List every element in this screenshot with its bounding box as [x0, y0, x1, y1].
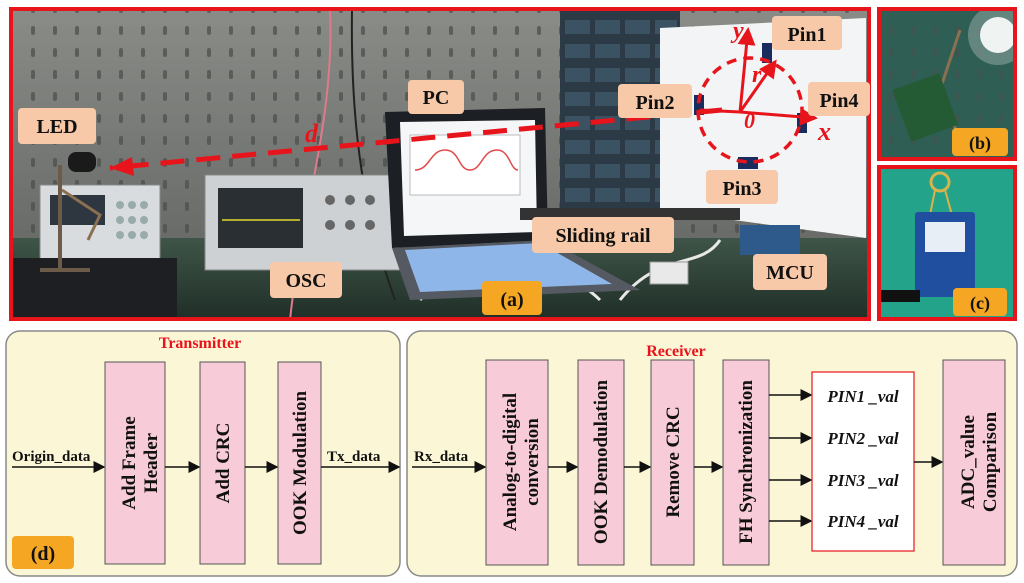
tx-block-frame-header: [104, 361, 166, 565]
rx-pin-values-box: [811, 371, 915, 552]
rx-pin2-val: PIN2 _val: [826, 429, 899, 448]
photo-label-osc: OSC: [270, 262, 342, 298]
label-pin4: Pin4: [820, 90, 859, 112]
label-mcu: MCU: [766, 262, 814, 284]
axis-x-label: x: [817, 117, 831, 146]
transmitter-title: Transmitter: [159, 335, 241, 352]
origin-label: 0: [744, 108, 755, 133]
photo-label-pin4: Pin4: [808, 82, 870, 116]
y-axis-arrow: [737, 27, 756, 113]
rx-pin4-val: PIN4 _val: [826, 512, 899, 531]
rx-block-demod-label: OOK Demodulation: [591, 379, 612, 544]
x-axis-arrow: [739, 107, 818, 126]
label-pin1: Pin1: [788, 24, 827, 46]
transmitter-panel: Transmitter Origin_data Add FrameHeader …: [5, 330, 401, 577]
photo-label-pc: PC: [408, 80, 464, 114]
tx-input-label: Origin_data: [12, 449, 91, 465]
rx-block-fh: [722, 359, 770, 566]
distance-arrowhead: [110, 157, 134, 176]
photo-label-led: LED: [18, 108, 96, 144]
panel-d-tag: [12, 536, 74, 569]
tx-output-label: Tx_data: [327, 449, 381, 465]
label-panel-c: (c): [970, 293, 990, 314]
tx-block-frame-header-line1: Add Frame: [119, 416, 140, 509]
tx-block-crc: [199, 361, 246, 565]
photo-panel-b: (b): [877, 5, 1024, 161]
rx-block-demod: [577, 359, 625, 566]
tx-block-crc-label: Add CRC: [213, 423, 234, 504]
rx-pin1-val: PIN1 _val: [826, 387, 899, 406]
label-pc: PC: [423, 87, 450, 109]
panel-d-label: (d): [31, 543, 55, 565]
label-pin2: Pin2: [636, 92, 675, 114]
receiver-title: Receiver: [646, 343, 706, 360]
x-axis-neg: [699, 108, 741, 114]
rx-pin3-val: PIN3 _val: [826, 471, 899, 490]
photo-label-panel-a: (a): [482, 281, 542, 315]
tx-block-frame-header-line2: Header: [141, 432, 162, 493]
label-led: LED: [36, 116, 77, 138]
distance-label: d: [305, 119, 319, 148]
coordinate-system: x y r 0: [696, 18, 831, 164]
tx-block-ook-label: OOK Modulation: [290, 391, 311, 536]
rx-block-compare-line1: ADC_value: [958, 415, 979, 509]
photo-label-mcu: MCU: [753, 254, 827, 290]
rx-block-compare-line2: Comparison: [980, 411, 1001, 512]
photo-label-sliding-rail: Sliding rail: [532, 217, 674, 253]
photo-panel-a: [9, 7, 871, 321]
tx-block-ook: [277, 361, 322, 565]
axis-y-label: y: [730, 18, 744, 44]
radius-label: r: [752, 62, 762, 88]
label-panel-a: (a): [500, 289, 523, 311]
photo-panel-c: (c): [877, 165, 1017, 321]
rx-block-crc: [650, 359, 695, 566]
rx-block-adc-label: Analog-to-digitalconversion: [500, 393, 543, 531]
rx-block-adc: [485, 359, 549, 566]
label-osc: OSC: [285, 270, 326, 292]
rx-block-compare: [942, 359, 1006, 566]
rx-block-fh-label: FH Synchronization: [736, 380, 757, 544]
photo-label-pin2: Pin2: [618, 84, 692, 118]
label-sliding-rail: Sliding rail: [555, 225, 650, 247]
receiver-panel: Receiver Rx_data Analog-to-digitalconver…: [406, 330, 1018, 577]
photo-a-frame: [9, 7, 871, 321]
tx-block-frame-header-label: Add FrameHeader: [119, 416, 162, 509]
rx-block-adc-line2: conversion: [522, 418, 543, 506]
rx-block-adc-line1: Analog-to-digital: [500, 393, 521, 531]
radius-arrow: [738, 59, 777, 113]
rx-block-compare-label: ADC_valueComparison: [958, 411, 1001, 512]
label-pin3: Pin3: [723, 178, 762, 200]
photo-label-pin1: Pin1: [772, 16, 842, 50]
label-panel-b: (b): [969, 133, 991, 154]
rx-input-label: Rx_data: [414, 449, 469, 465]
distance-line: [109, 107, 723, 171]
photo-label-pin3: Pin3: [706, 170, 778, 204]
rx-block-crc-label: Remove CRC: [663, 406, 684, 517]
